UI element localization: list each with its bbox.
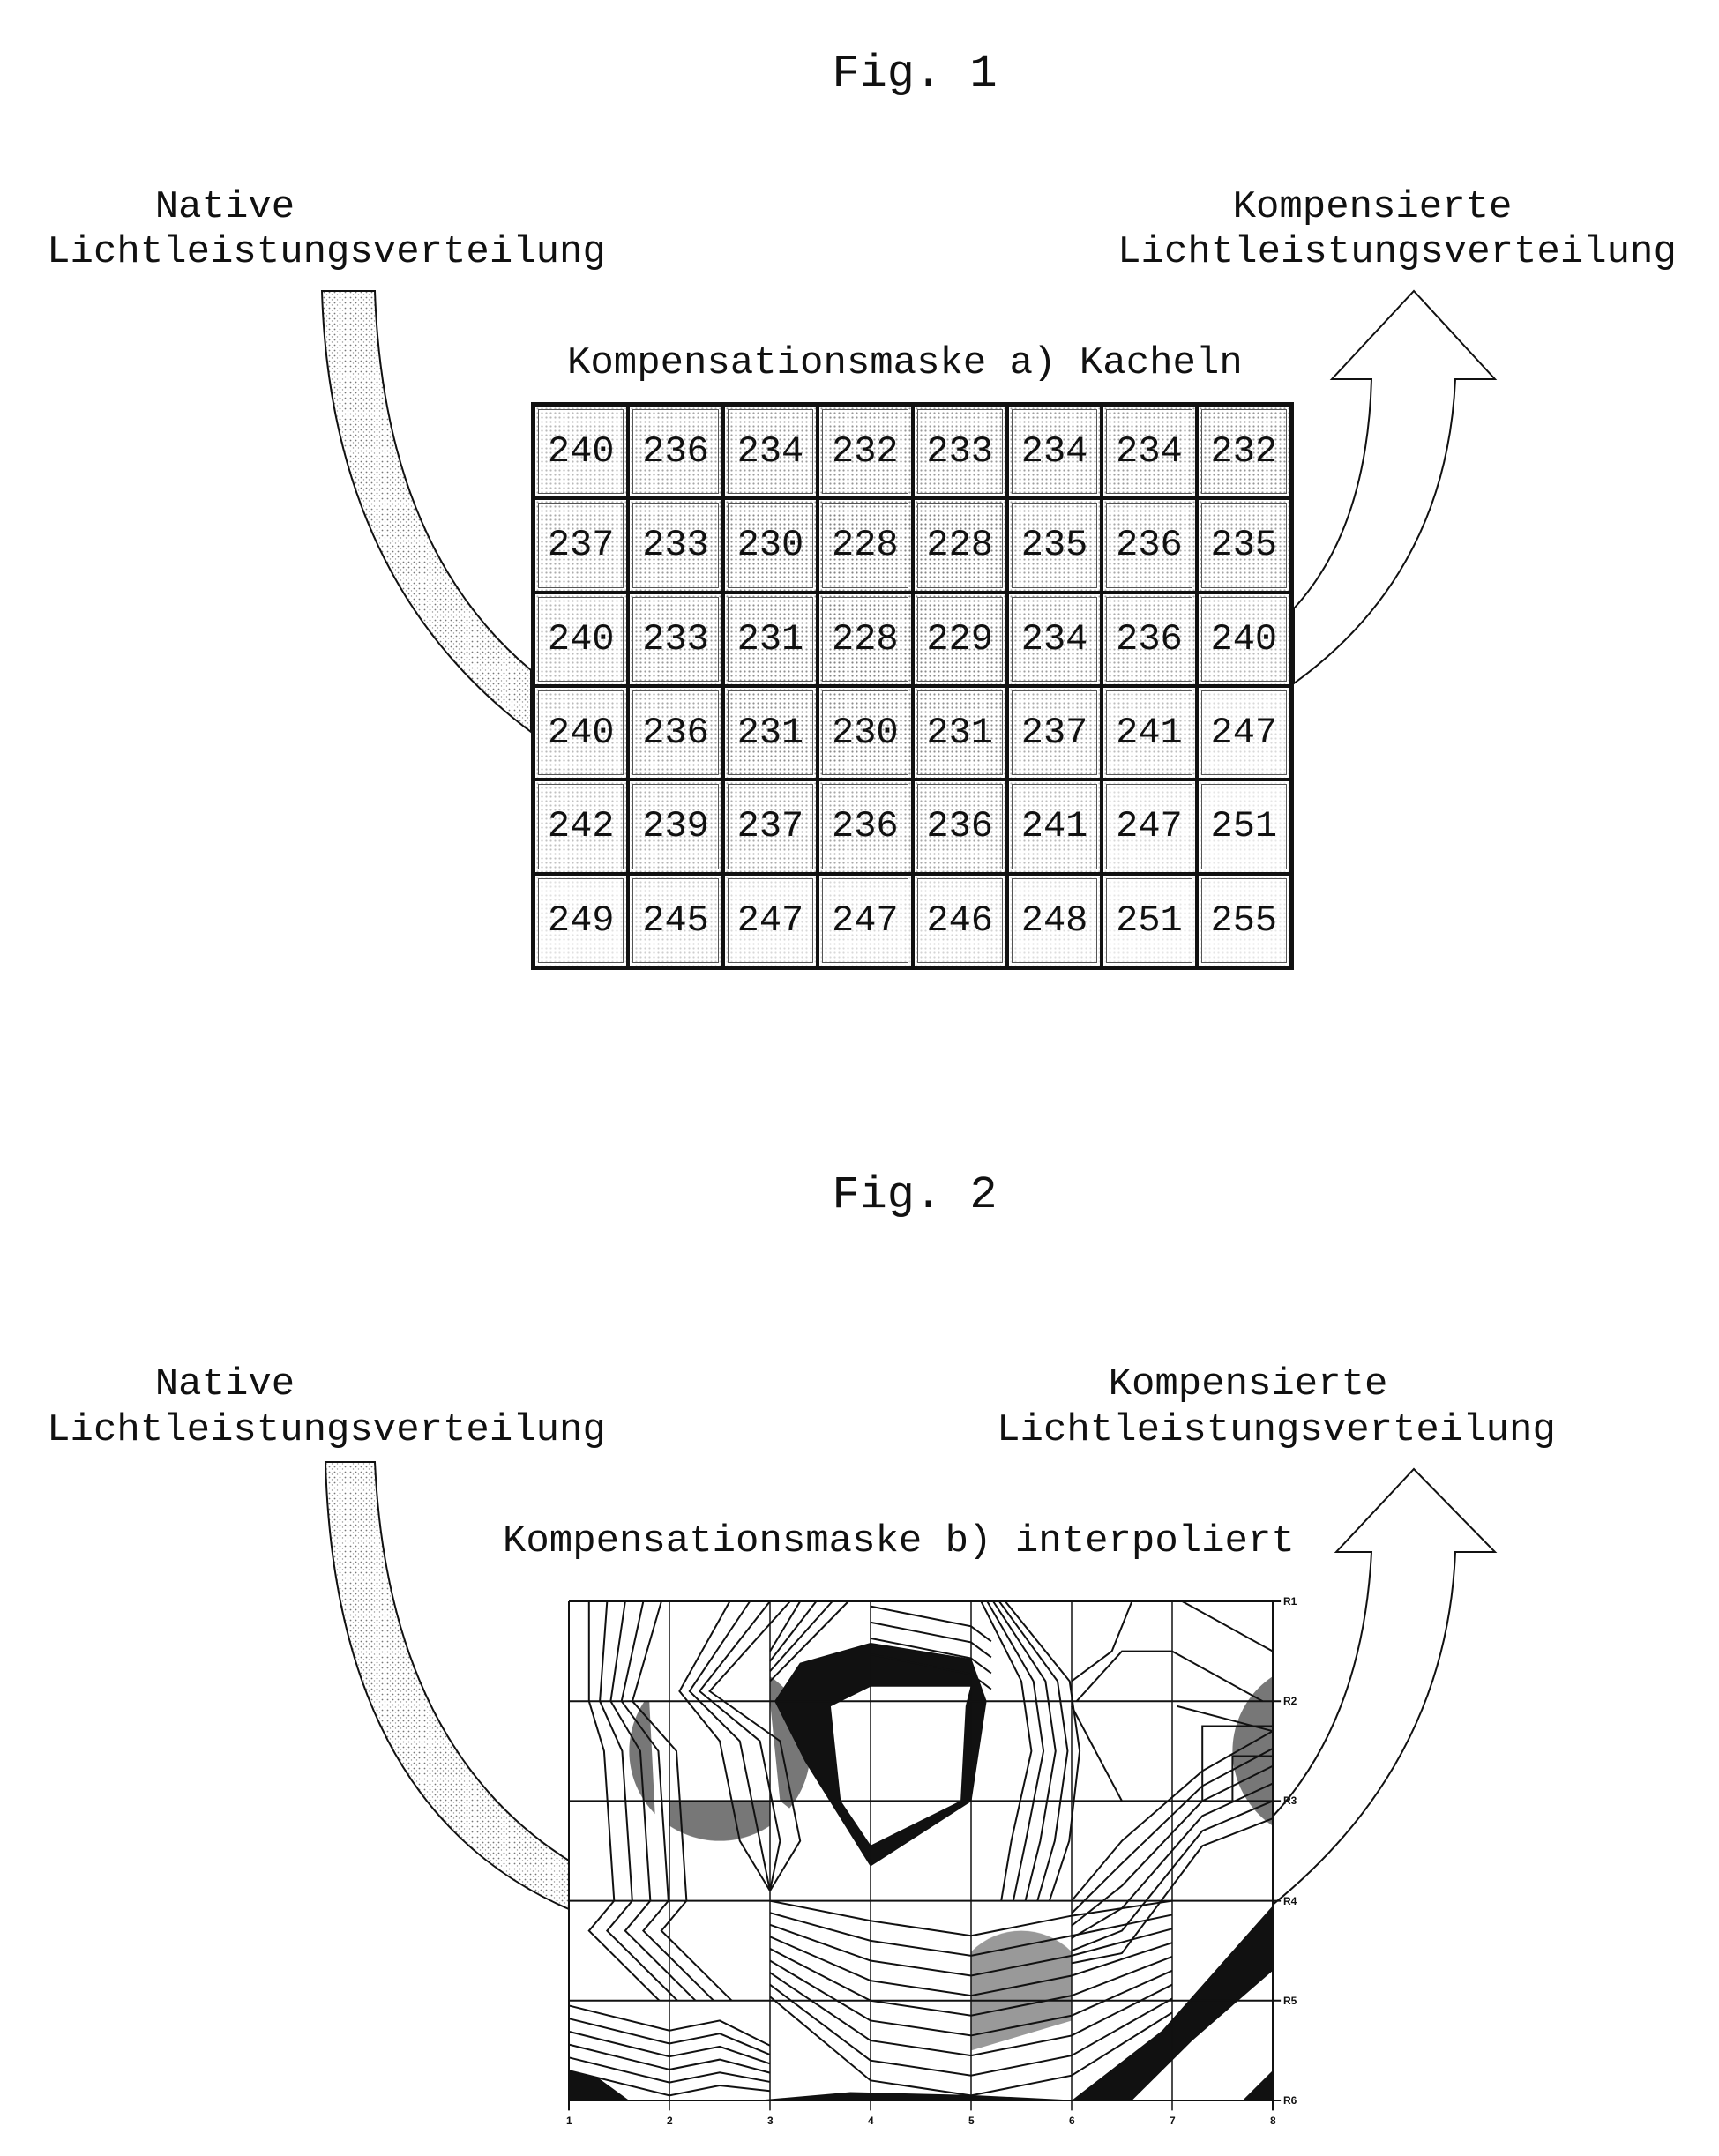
mask-tile: 233 xyxy=(628,593,722,686)
compensated-label-line2-fig2: Lichtleistungsverteilung xyxy=(997,1411,1556,1450)
mask-a-title: Kompensationsmaske a) Kacheln xyxy=(567,344,1243,383)
x-tick-label: 5 xyxy=(968,2115,975,2127)
mask-tile: 234 xyxy=(723,405,818,498)
mask-tile: 237 xyxy=(723,780,818,873)
mask-tile: 241 xyxy=(1102,686,1196,780)
figure-1-title: Fig. 1 xyxy=(832,51,997,97)
mask-tile: 234 xyxy=(1007,405,1102,498)
mask-tile: 235 xyxy=(1007,498,1102,592)
mask-tile: 235 xyxy=(1197,498,1291,592)
mask-tile: 240 xyxy=(534,593,628,686)
figure-2-title: Fig. 2 xyxy=(832,1173,997,1219)
mask-tile: 240 xyxy=(534,405,628,498)
mask-tile: 247 xyxy=(1197,686,1291,780)
mask-tile: 242 xyxy=(534,780,628,873)
mask-tile: 231 xyxy=(913,686,1007,780)
stippled-contour-region xyxy=(971,1901,1072,2051)
mask-tile: 232 xyxy=(1197,405,1291,498)
x-tick-label: 3 xyxy=(767,2115,774,2127)
x-tick-label: 4 xyxy=(868,2115,874,2127)
stippled-contour-region xyxy=(569,1601,669,1701)
mask-tile: 236 xyxy=(818,780,912,873)
compensated-label-line1-fig2: Kompensierte xyxy=(1109,1365,1388,1404)
mask-tile: 228 xyxy=(913,498,1007,592)
compensated-distribution-arrow-fig1 xyxy=(1294,291,1495,683)
mask-tile: 234 xyxy=(1007,593,1102,686)
mask-tile: 240 xyxy=(1197,593,1291,686)
native-label-line1-fig2: Native xyxy=(155,1365,295,1404)
mask-tile: 251 xyxy=(1197,780,1291,873)
mask-b-title: Kompensationsmaske b) interpoliert xyxy=(503,1522,1295,1561)
mask-tile: 246 xyxy=(913,874,1007,967)
mask-tile: 231 xyxy=(723,593,818,686)
compensated-label-line1: Kompensierte xyxy=(1233,188,1513,227)
mask-tile: 237 xyxy=(534,498,628,592)
contour-line xyxy=(1005,1601,1080,1901)
mask-tile: 228 xyxy=(818,593,912,686)
mask-tile: 245 xyxy=(628,874,722,967)
mask-tile: 236 xyxy=(628,405,722,498)
contour-line xyxy=(987,1601,1043,1901)
mask-tile: 248 xyxy=(1007,874,1102,967)
mask-tile: 233 xyxy=(913,405,1007,498)
mask-tile: 234 xyxy=(1102,405,1196,498)
mask-tile: 230 xyxy=(723,498,818,592)
native-distribution-arrow-fig1 xyxy=(322,291,531,732)
x-tick-label: 6 xyxy=(1069,2115,1075,2127)
native-label-line2-fig2: Lichtleistungsverteilung xyxy=(47,1411,606,1450)
mask-tile: 251 xyxy=(1102,874,1196,967)
native-label-line2: Lichtleistungsverteilung xyxy=(47,233,606,272)
mask-tile: 240 xyxy=(534,686,628,780)
contour-line xyxy=(981,1601,1031,1901)
mask-tile: 236 xyxy=(628,686,722,780)
mask-tile: 236 xyxy=(1102,498,1196,592)
mask-tile: 247 xyxy=(1102,780,1196,873)
mask-tile: 239 xyxy=(628,780,722,873)
mask-tile: 255 xyxy=(1197,874,1291,967)
mask-tile: 236 xyxy=(913,780,1007,873)
y-tick-label: R1 xyxy=(1283,1595,1297,1608)
native-label-line1: Native xyxy=(155,188,295,227)
compensated-distribution-arrow-fig2 xyxy=(1273,1469,1495,1905)
mask-tile: 231 xyxy=(723,686,818,780)
mask-tile: 249 xyxy=(534,874,628,967)
mask-tile: 236 xyxy=(1102,593,1196,686)
x-tick-label: 7 xyxy=(1170,2115,1176,2127)
interpolated-mask-contour-plot xyxy=(569,1601,1281,2110)
x-tick-label: 1 xyxy=(566,2115,572,2127)
y-tick-label: R6 xyxy=(1283,2094,1297,2107)
contour-line xyxy=(993,1601,1056,1901)
x-tick-label: 8 xyxy=(1270,2115,1276,2127)
y-tick-label: R5 xyxy=(1283,1995,1297,2007)
mask-tile: 247 xyxy=(723,874,818,967)
mask-tile: 241 xyxy=(1007,780,1102,873)
x-tick-label: 2 xyxy=(667,2115,673,2127)
mask-tile: 247 xyxy=(818,874,912,967)
mask-tile: 228 xyxy=(818,498,912,592)
mask-tile: 229 xyxy=(913,593,1007,686)
mask-tile: 232 xyxy=(818,405,912,498)
mask-tile: 237 xyxy=(1007,686,1102,780)
mask-tile: 230 xyxy=(818,686,912,780)
mask-tile: 233 xyxy=(628,498,722,592)
compensated-label-line2: Lichtleistungsverteilung xyxy=(1117,233,1677,272)
compensation-mask-tiles: 2402362342322332342342322372332302282282… xyxy=(531,402,1294,970)
bottom-contour-band xyxy=(760,2093,1072,2100)
y-tick-label: R4 xyxy=(1283,1895,1297,1907)
y-tick-label: R3 xyxy=(1283,1794,1297,1807)
y-tick-label: R2 xyxy=(1283,1695,1297,1707)
